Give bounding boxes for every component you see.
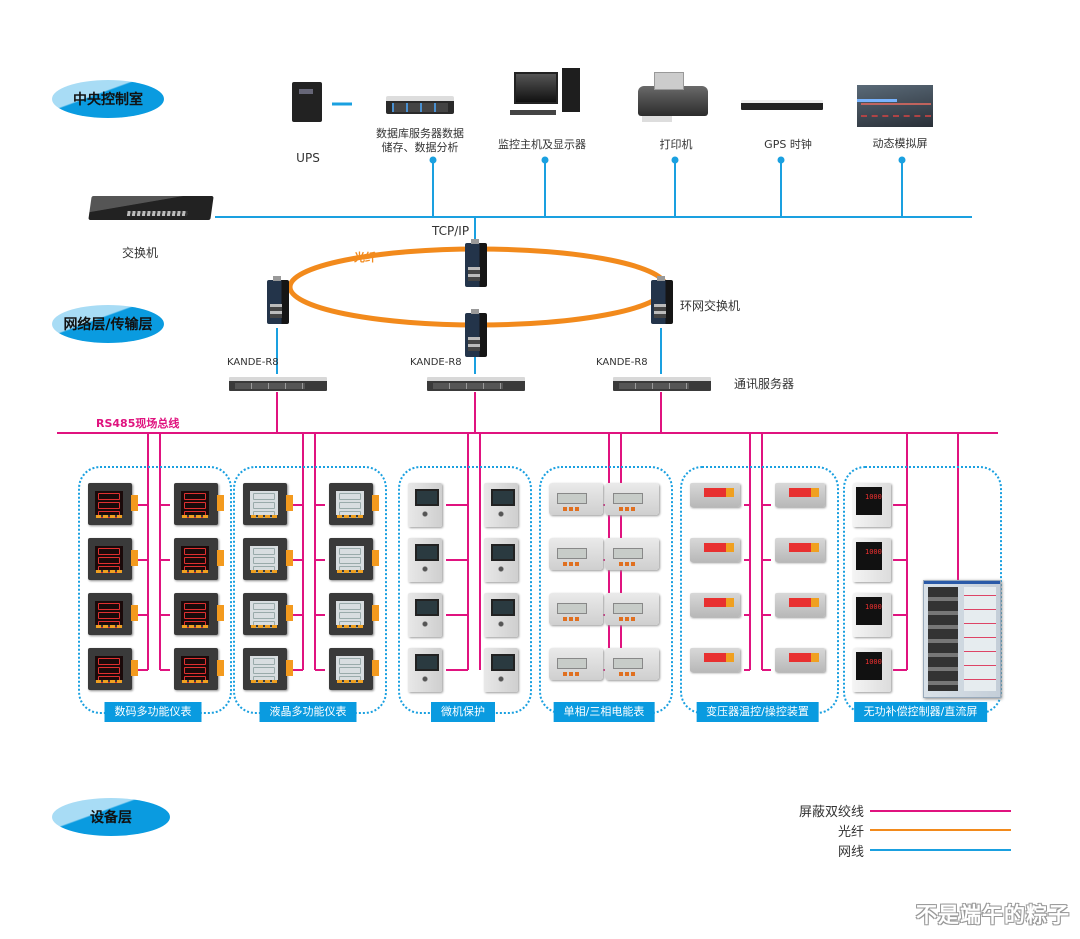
- layer-label: 网络层/传输层: [63, 317, 153, 333]
- database-server-label: 数据库服务器数据 储存、数据分析: [376, 127, 464, 155]
- comm-server-model: KANDE-R8: [410, 357, 462, 368]
- digital-meter-icon: [174, 648, 224, 690]
- rs485-drops: [276, 392, 662, 433]
- comm-server-icon: [229, 377, 327, 391]
- transformer-controller-icon: [690, 648, 740, 672]
- tcpip-label: TCP/IP: [432, 224, 470, 238]
- protection-relay-icon: [408, 538, 442, 582]
- reactive-compensator-icon: 1000: [853, 593, 891, 637]
- device-group-label: 数码多功能仪表: [104, 702, 202, 722]
- energy-meter-icon: [605, 593, 659, 625]
- ring-switch-label: 环网交换机: [680, 299, 741, 313]
- protection-relay-icon: [408, 648, 442, 692]
- fiber-label: 光纤: [354, 251, 376, 264]
- reactive-compensator-icon: 1000: [853, 483, 891, 527]
- transformer-controller-icon: [775, 648, 825, 672]
- mimic-panel-label: 动态模拟屏: [872, 137, 928, 150]
- energy-meter-icon: [549, 538, 603, 570]
- digital-meter-icon: [174, 593, 224, 635]
- lcd-meter-icon: [243, 483, 293, 525]
- mimic-panel-icon: [857, 85, 933, 127]
- digital-meter-icon: [88, 593, 138, 635]
- layer-badge-network: 网络层/传输层: [52, 305, 164, 343]
- device-group-label: 单相/三相电能表: [553, 702, 655, 722]
- energy-meter-icon: [605, 483, 659, 515]
- device-group-label: 微机保护: [431, 702, 495, 722]
- energy-meter-icon: [549, 593, 603, 625]
- group-wires: [136, 433, 959, 671]
- legend-label-fiber: 光纤: [837, 825, 864, 840]
- lcd-meter-icon: [329, 648, 379, 690]
- gps-clock-label: GPS 时钟: [764, 138, 812, 151]
- digital-meter-icon: [88, 538, 138, 580]
- transformer-controller-icon: [775, 593, 825, 617]
- core-switch-label: 交换机: [121, 246, 159, 260]
- energy-meter-icon: [549, 483, 603, 515]
- layer-label: 设备层: [90, 810, 132, 826]
- ring-switch-icon: [465, 239, 487, 287]
- legend-line-ethernet: [870, 849, 1011, 851]
- layer-badge-control-room: 中央控制室: [52, 80, 164, 118]
- digital-meter-icon: [88, 648, 138, 690]
- protection-relay-icon: [484, 648, 518, 692]
- comm-server-model: KANDE-R8: [596, 357, 648, 368]
- device-group-label: 无功补偿控制器/直流屏: [853, 702, 988, 722]
- transformer-controller-icon: [690, 593, 740, 617]
- rs485-bus-label: RS485现场总线: [96, 417, 180, 430]
- device-group-label: 变压器温控/操控装置: [696, 702, 819, 722]
- transformer-controller-icon: [775, 538, 825, 562]
- legend-label-ethernet: 网线: [837, 845, 864, 860]
- ring-switch-icon: [465, 309, 487, 357]
- transformer-controller-icon: [690, 538, 740, 562]
- lcd-meter-icon: [243, 648, 293, 690]
- watermark: 不是端午的粽子: [916, 903, 1070, 927]
- lcd-meter-icon: [243, 593, 293, 635]
- lcd-meter-icon: [329, 593, 379, 635]
- protection-relay-icon: [408, 483, 442, 527]
- protection-relay-icon: [484, 483, 518, 527]
- legend-label-twisted-pair: 屏蔽双绞线: [798, 805, 864, 820]
- gps-clock-icon: [741, 100, 823, 110]
- comm-server-model: KANDE-R8: [227, 357, 279, 368]
- layer-badge-device: 设备层: [52, 798, 170, 836]
- lcd-meter-icon: [243, 538, 293, 580]
- comm-server-label: 通讯服务器: [734, 377, 795, 391]
- core-switch-icon: [88, 196, 214, 220]
- layer-label: 中央控制室: [73, 92, 143, 108]
- comm-server-icon: [427, 377, 525, 391]
- ethernet-drops: [276, 156, 906, 374]
- protection-relay-icon: [408, 593, 442, 637]
- dc-panel-cabinet-icon: [923, 580, 1001, 698]
- protection-relay-icon: [484, 593, 518, 637]
- reactive-compensator-icon: 1000: [853, 538, 891, 582]
- ups-label: UPS: [296, 151, 320, 165]
- digital-meter-icon: [174, 538, 224, 580]
- printer-icon: [638, 72, 708, 122]
- monitoring-computer-icon: [510, 68, 584, 116]
- ring-switch-icon: [651, 276, 673, 324]
- device-group-label: 液晶多功能仪表: [259, 702, 357, 722]
- label-line: 储存、数据分析: [381, 141, 459, 154]
- database-server-icon: [386, 96, 454, 114]
- digital-meter-icon: [88, 483, 138, 525]
- energy-meter-icon: [605, 538, 659, 570]
- ups-icon: [292, 82, 322, 122]
- transformer-controller-icon: [775, 483, 825, 507]
- protection-relay-icon: [484, 538, 518, 582]
- energy-meter-icon: [605, 648, 659, 680]
- reactive-compensator-icon: 1000: [853, 648, 891, 692]
- lcd-meter-icon: [329, 483, 379, 525]
- lcd-meter-icon: [329, 538, 379, 580]
- transformer-controller-icon: [690, 483, 740, 507]
- monitoring-computer-label: 监控主机及显示器: [498, 138, 586, 151]
- energy-meter-icon: [549, 648, 603, 680]
- ring-switch-icon: [267, 276, 289, 324]
- label-line: 数据库服务器数据: [376, 127, 464, 140]
- legend-line-fiber: [870, 829, 1011, 831]
- comm-server-icon: [613, 377, 711, 391]
- legend-line-twisted-pair: [870, 810, 1011, 812]
- printer-label: 打印机: [659, 138, 693, 151]
- digital-meter-icon: [174, 483, 224, 525]
